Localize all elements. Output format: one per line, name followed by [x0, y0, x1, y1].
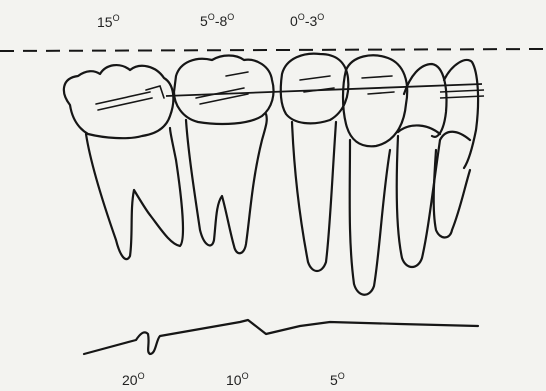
top-angle-label: 15O: [97, 14, 120, 29]
crown-line: [166, 84, 482, 96]
tooth-molar-1: [64, 65, 183, 259]
tooth-premolar-1: [281, 54, 349, 271]
bottom-angle-label: 10O: [226, 372, 249, 387]
top-angle-label: 5O-8O: [200, 13, 234, 28]
tooth-incisor: [434, 60, 478, 237]
base-contour: [84, 320, 478, 354]
tooth-canine: [397, 64, 447, 267]
tooth-molar-2: [174, 56, 274, 254]
bottom-angle-label: 20O: [122, 372, 145, 387]
bottom-angle-label: 5O: [330, 372, 345, 387]
top-angle-label: 0O-3O: [290, 13, 324, 28]
occlusal-plane-line: [0, 49, 546, 51]
